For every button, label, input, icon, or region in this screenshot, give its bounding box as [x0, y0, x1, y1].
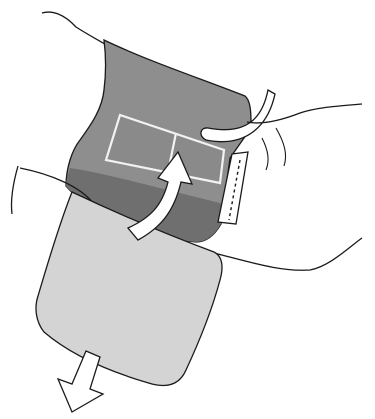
- arrow-down-left-icon: [58, 351, 103, 412]
- arm-outline-left-bottom: [11, 166, 18, 214]
- arm-outline-left: [42, 12, 108, 46]
- arm-fold-lines: [262, 128, 286, 170]
- arm-outline-right-bottom: [210, 238, 362, 270]
